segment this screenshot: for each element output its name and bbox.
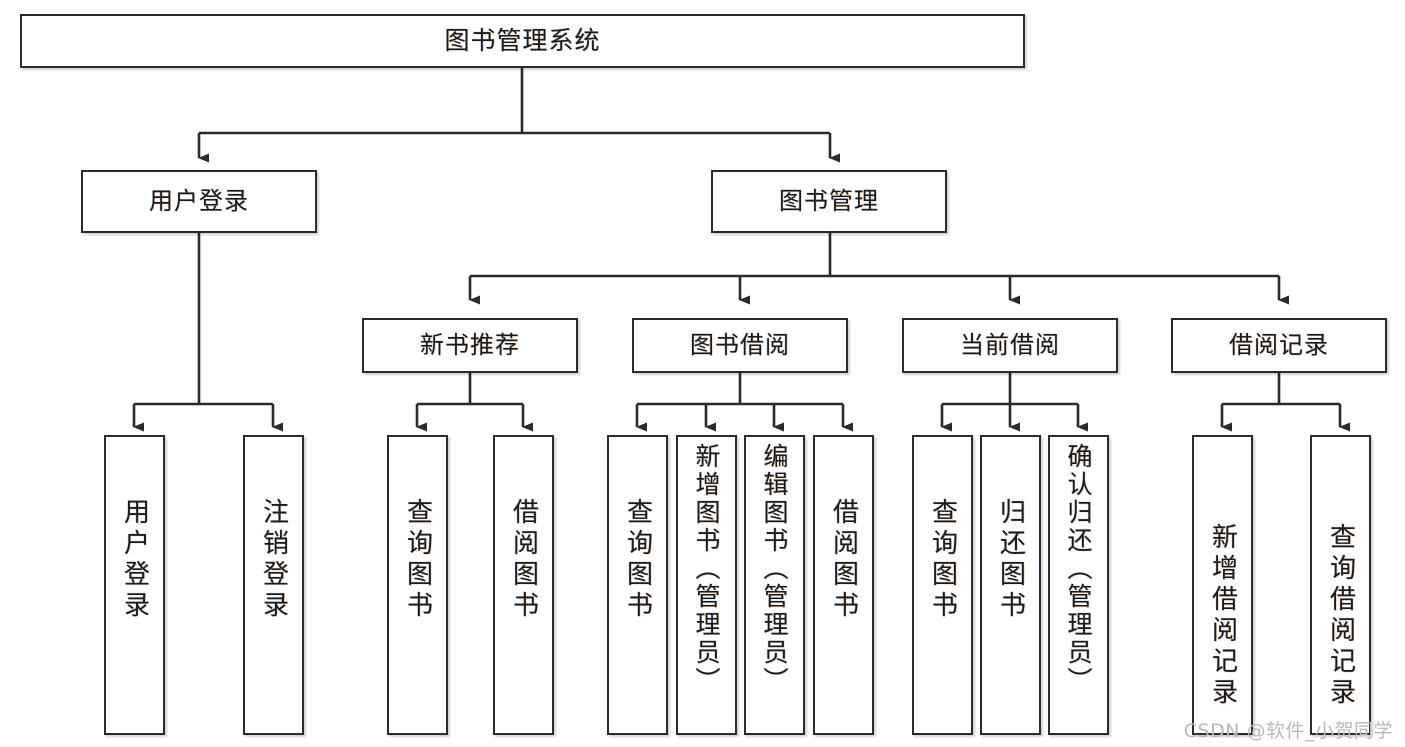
node-label: 编辑图书（管理员） — [760, 443, 789, 695]
node-current-borrow[interactable]: 当前借阅 — [902, 318, 1118, 373]
node-label: 新书推荐 — [420, 331, 520, 360]
node-label: 借阅图书 — [828, 498, 859, 622]
leaf-borrow-book[interactable]: 借阅图书 — [813, 435, 874, 735]
node-label: 当前借阅 — [960, 331, 1060, 360]
node-label: 图书借阅 — [690, 331, 790, 360]
node-label: 确认归还（管理员） — [1064, 443, 1093, 695]
leaf-edit-book-admin[interactable]: 编辑图书（管理员） — [744, 435, 805, 735]
leaf-return-book[interactable]: 归还图书 — [980, 435, 1041, 735]
node-label: 查询图书 — [402, 498, 433, 622]
node-label: 用户登录 — [149, 187, 249, 216]
leaf-query-borrow-record[interactable]: 查询借阅记录 — [1310, 435, 1371, 735]
node-label: 借阅记录 — [1229, 331, 1329, 360]
leaf-add-book-admin[interactable]: 新增图书（管理员） — [676, 435, 737, 735]
leaf-logout-login[interactable]: 注销登录 — [243, 435, 304, 735]
node-book-management[interactable]: 图书管理 — [711, 170, 947, 233]
node-label: 查询图书 — [622, 498, 653, 622]
leaf-query-book-recommend[interactable]: 查询图书 — [387, 435, 448, 735]
watermark-text: CSDN @软件_小贺同学 — [1183, 720, 1393, 742]
leaf-confirm-return-admin[interactable]: 确认归还（管理员） — [1048, 435, 1109, 735]
node-label: 用户登录 — [119, 498, 150, 622]
node-label: 图书管理系统 — [444, 26, 601, 55]
node-label: 查询借阅记录 — [1325, 523, 1356, 709]
leaf-user-login[interactable]: 用户登录 — [104, 435, 165, 735]
leaf-borrow-book-recommend[interactable]: 借阅图书 — [493, 435, 554, 735]
node-label: 新增图书（管理员） — [692, 443, 721, 695]
node-label: 借阅图书 — [508, 498, 539, 622]
node-label: 注销登录 — [258, 498, 289, 622]
leaf-query-book-borrow[interactable]: 查询图书 — [607, 435, 668, 735]
leaf-add-borrow-record[interactable]: 新增借阅记录 — [1192, 435, 1253, 735]
node-label: 查询图书 — [927, 498, 958, 622]
leaf-query-book-current[interactable]: 查询图书 — [912, 435, 973, 735]
node-new-book-recommend[interactable]: 新书推荐 — [362, 318, 578, 373]
node-book-borrow[interactable]: 图书借阅 — [632, 318, 848, 373]
node-user-login[interactable]: 用户登录 — [81, 170, 317, 233]
node-label: 图书管理 — [779, 187, 879, 216]
node-root-system[interactable]: 图书管理系统 — [20, 14, 1025, 68]
node-borrow-record[interactable]: 借阅记录 — [1171, 318, 1387, 373]
node-label: 归还图书 — [995, 498, 1026, 622]
node-label: 新增借阅记录 — [1207, 523, 1238, 709]
